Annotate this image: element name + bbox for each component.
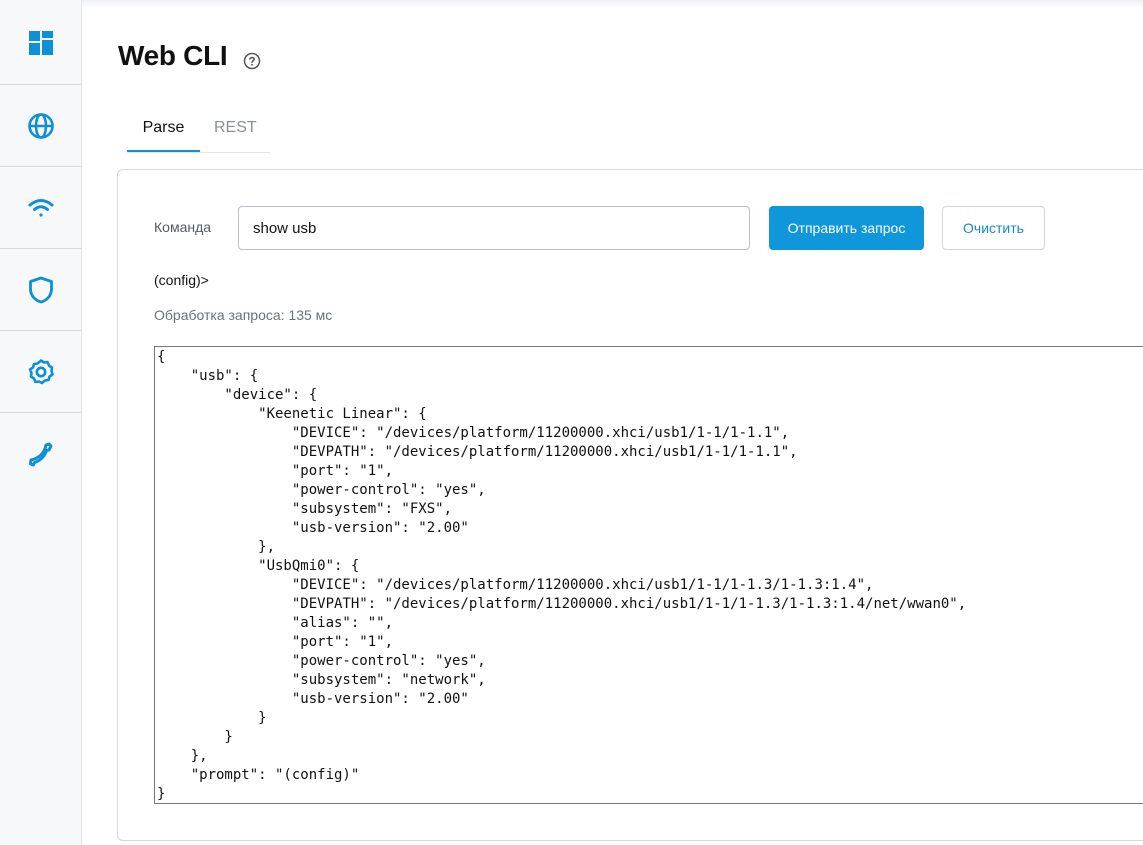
sidebar-divider xyxy=(0,84,81,85)
sidebar-divider xyxy=(0,330,81,331)
tab-bar: Parse REST xyxy=(127,108,270,153)
command-label: Команда xyxy=(154,219,212,235)
response-output[interactable]: { "usb": { "device": { "Keenetic Linear"… xyxy=(154,346,1143,804)
shield-icon xyxy=(28,276,54,304)
sidebar-item-dashboard[interactable] xyxy=(0,2,81,84)
sidebar-divider xyxy=(0,248,81,249)
request-timing: Обработка запроса: 135 мс xyxy=(154,307,333,323)
sidebar-item-wifi[interactable] xyxy=(0,167,81,249)
sidebar-item-settings[interactable] xyxy=(0,331,81,413)
tab-rest[interactable]: REST xyxy=(214,119,257,136)
top-shadow xyxy=(82,0,1143,8)
tab-parse[interactable]: Parse xyxy=(127,108,200,152)
sidebar-item-telephony[interactable] xyxy=(0,413,81,495)
phone-icon xyxy=(28,441,54,467)
wifi-icon xyxy=(27,196,55,220)
clear-button[interactable]: Очистить xyxy=(942,206,1045,250)
cli-prompt: (config)> xyxy=(154,272,209,288)
gear-icon xyxy=(27,358,55,386)
help-circle-icon[interactable] xyxy=(243,52,261,70)
dashboard-icon xyxy=(28,30,54,56)
sidebar-item-security[interactable] xyxy=(0,249,81,331)
sidebar xyxy=(0,0,82,845)
page-title: Web CLI xyxy=(118,40,228,71)
command-input[interactable] xyxy=(238,206,750,250)
sidebar-divider xyxy=(0,412,81,413)
send-request-button[interactable]: Отправить запрос xyxy=(769,206,924,250)
sidebar-item-internet[interactable] xyxy=(0,85,81,167)
sidebar-divider xyxy=(0,166,81,167)
globe-icon xyxy=(27,112,55,140)
